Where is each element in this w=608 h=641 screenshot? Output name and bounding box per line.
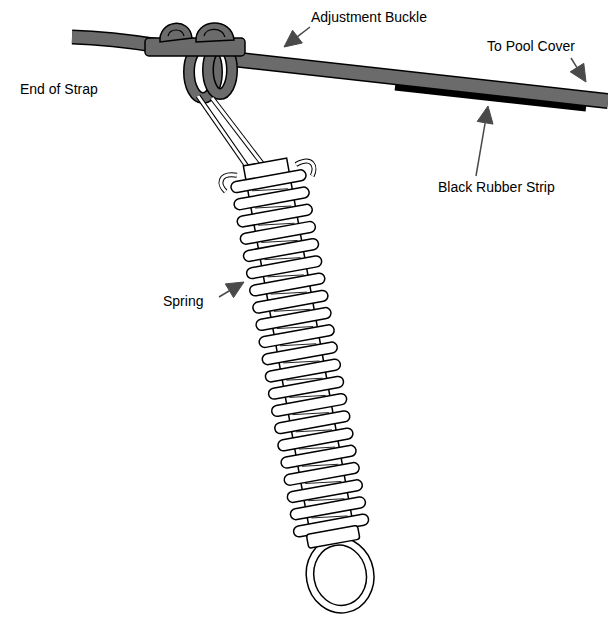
spring-hook: [296, 160, 316, 178]
leader-arrowhead: [284, 30, 302, 47]
spring-cord-outline: [212, 98, 264, 166]
part-label: Black Rubber Strip: [438, 179, 555, 196]
spring-hook-outline: [220, 174, 240, 192]
spring-cord: [212, 98, 264, 166]
buckle-slot: [204, 29, 225, 37]
leader-line: [297, 27, 310, 37]
buckle-hump: [196, 23, 234, 42]
spring-coils: [230, 169, 369, 538]
part-label: Spring: [163, 293, 203, 310]
buckle-slot: [168, 30, 184, 36]
spring-hook: [220, 174, 240, 192]
strap-outline: [232, 59, 608, 101]
part-label: To Pool Cover: [487, 38, 575, 55]
leader-line: [476, 123, 485, 176]
leader-arrowhead: [570, 63, 586, 82]
leader-arrowhead: [477, 106, 493, 124]
leader-line: [219, 291, 229, 297]
spring: [219, 154, 393, 618]
spring-collar: [306, 525, 360, 548]
spring-hook-outline: [296, 160, 316, 178]
spring-eye-outline: [305, 536, 376, 614]
part-label: End of Strap: [20, 81, 98, 98]
leader-arrows: [219, 27, 586, 298]
strap: [232, 59, 608, 101]
spring-eye: [305, 536, 376, 614]
leader-line: [571, 58, 577, 68]
leader-arrowhead: [225, 282, 244, 298]
buckle-hump: [160, 23, 192, 42]
part-label: Adjustment Buckle: [311, 9, 427, 26]
